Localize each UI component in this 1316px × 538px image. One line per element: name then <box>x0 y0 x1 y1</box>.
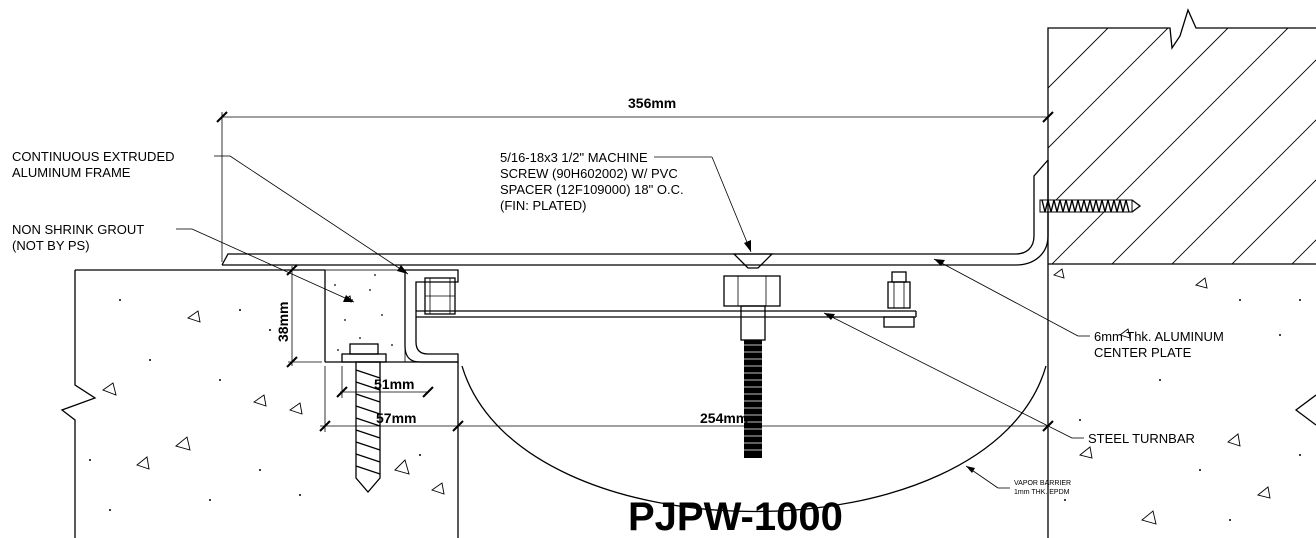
dimension-38 <box>286 264 322 368</box>
leader-grout <box>176 228 355 303</box>
leader-screw <box>654 156 752 253</box>
right-slab-aggregate <box>1053 268 1301 525</box>
dimension-grout-width-label: 57mm <box>376 410 416 426</box>
vapor-barrier-arc <box>461 365 1047 513</box>
drawing-title: PJPW-1000 <box>628 495 843 538</box>
leader-frame <box>214 155 409 275</box>
vapor-label-line-1: VAPOR BARRIER <box>1014 480 1071 487</box>
dimension-frame-width-label: 51mm <box>374 376 414 392</box>
frame-label-line-2: ALUMINUM FRAME <box>12 165 131 180</box>
dimension-57 <box>319 366 1054 432</box>
wall-anchor-screw <box>1039 199 1142 213</box>
frame-label-line-1: CONTINUOUS EXTRUDED <box>12 149 175 164</box>
leader-center-plate <box>933 258 1090 337</box>
right-concrete-slab <box>1047 263 1316 538</box>
concrete-anchor-screw <box>341 343 387 493</box>
center-plate <box>221 159 1049 266</box>
screw-label-line-1: 5/16-18x3 1/2" MACHINE <box>500 150 648 165</box>
screw-label-line-3: SPACER (12F109000) 18" O.C. <box>500 182 684 197</box>
machine-screw <box>723 253 781 458</box>
dimension-overall-label: 356mm <box>628 95 676 111</box>
leader-vapor-barrier <box>965 465 1010 489</box>
screw-label-line-2: SCREW (90H602002) W/ PVC <box>500 166 678 181</box>
grout-block <box>324 269 406 363</box>
plate-label-line-2: CENTER PLATE <box>1094 345 1192 360</box>
dimension-356 <box>216 111 1054 262</box>
dimension-51 <box>336 366 434 398</box>
screw-label-line-4: (FIN: PLATED) <box>500 198 586 213</box>
aluminum-frame <box>404 269 459 363</box>
dimension-opening-label: 254mm <box>700 410 748 426</box>
dimension-height-label: 38mm <box>275 302 291 342</box>
left-slab-aggregate <box>89 299 445 511</box>
turnbar-end-bolt <box>883 271 915 328</box>
steel-turnbar <box>416 310 917 318</box>
frame-nut <box>424 277 456 315</box>
hatched-wall <box>1047 8 1316 264</box>
grout-label-line-1: NON SHRINK GROUT <box>12 222 144 237</box>
vapor-label-line-2: 1mm THK. EPDM <box>1014 489 1070 496</box>
leader-turnbar <box>823 312 1084 439</box>
turnbar-label: STEEL TURNBAR <box>1088 431 1195 446</box>
plate-label-line-1: 6mm Thk. ALUMINUM <box>1094 329 1224 344</box>
grout-label-line-2: (NOT BY PS) <box>12 238 90 253</box>
